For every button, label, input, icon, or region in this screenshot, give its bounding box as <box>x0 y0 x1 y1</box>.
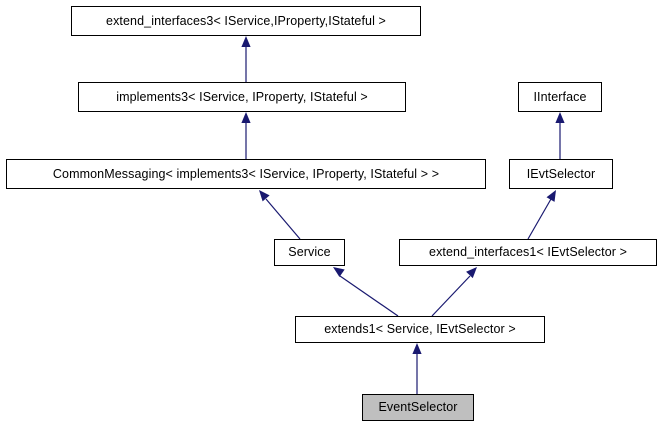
inheritance-edge <box>412 343 422 394</box>
class-node-label: extend_interfaces1< IEvtSelector > <box>429 245 627 260</box>
class-node-iinterface[interactable]: IInterface <box>518 82 602 112</box>
inheritance-edge <box>333 267 399 317</box>
class-node-extends1[interactable]: extends1< Service, IEvtSelector > <box>295 316 545 343</box>
class-node-service[interactable]: Service <box>274 239 345 266</box>
edge-line <box>339 275 399 317</box>
class-node-ievtselector[interactable]: IEvtSelector <box>509 159 613 189</box>
class-node-label: extend_interfaces3< IService,IProperty,I… <box>106 13 386 28</box>
inheritance-arrowhead <box>241 112 251 123</box>
inheritance-edge <box>241 112 251 159</box>
inheritance-arrowhead <box>259 190 270 202</box>
class-node-extend_interfaces3[interactable]: extend_interfaces3< IService,IProperty,I… <box>71 6 421 36</box>
class-node-extend_interfaces1[interactable]: extend_interfaces1< IEvtSelector > <box>399 239 657 266</box>
inheritance-arrowhead <box>412 343 422 354</box>
inheritance-arrowhead <box>466 267 477 279</box>
inheritance-arrowhead <box>555 112 565 123</box>
inheritance-edge <box>241 36 251 82</box>
class-node-label: IEvtSelector <box>526 166 596 181</box>
class-node-eventselector[interactable]: EventSelector <box>362 394 474 421</box>
inheritance-edge <box>555 112 565 159</box>
inheritance-arrowhead <box>546 190 556 202</box>
class-node-commonmessaging[interactable]: CommonMessaging< implements3< IService, … <box>6 159 486 189</box>
edge-line <box>265 198 301 240</box>
class-node-label: Service <box>288 245 331 260</box>
class-node-label: EventSelector <box>378 400 458 415</box>
inheritance-edge <box>431 267 477 317</box>
inheritance-arrowhead <box>333 267 345 278</box>
class-node-label: implements3< IService, IProperty, IState… <box>116 89 368 104</box>
edge-line <box>431 275 471 317</box>
inheritance-edge <box>259 190 301 240</box>
class-node-implements3[interactable]: implements3< IService, IProperty, IState… <box>78 82 406 112</box>
class-node-label: IInterface <box>533 89 587 104</box>
edge-line <box>527 198 552 240</box>
inheritance-edge <box>527 190 556 240</box>
class-node-label: CommonMessaging< implements3< IService, … <box>52 166 440 181</box>
inheritance-arrowhead <box>241 36 251 47</box>
class-node-label: extends1< Service, IEvtSelector > <box>324 322 516 337</box>
